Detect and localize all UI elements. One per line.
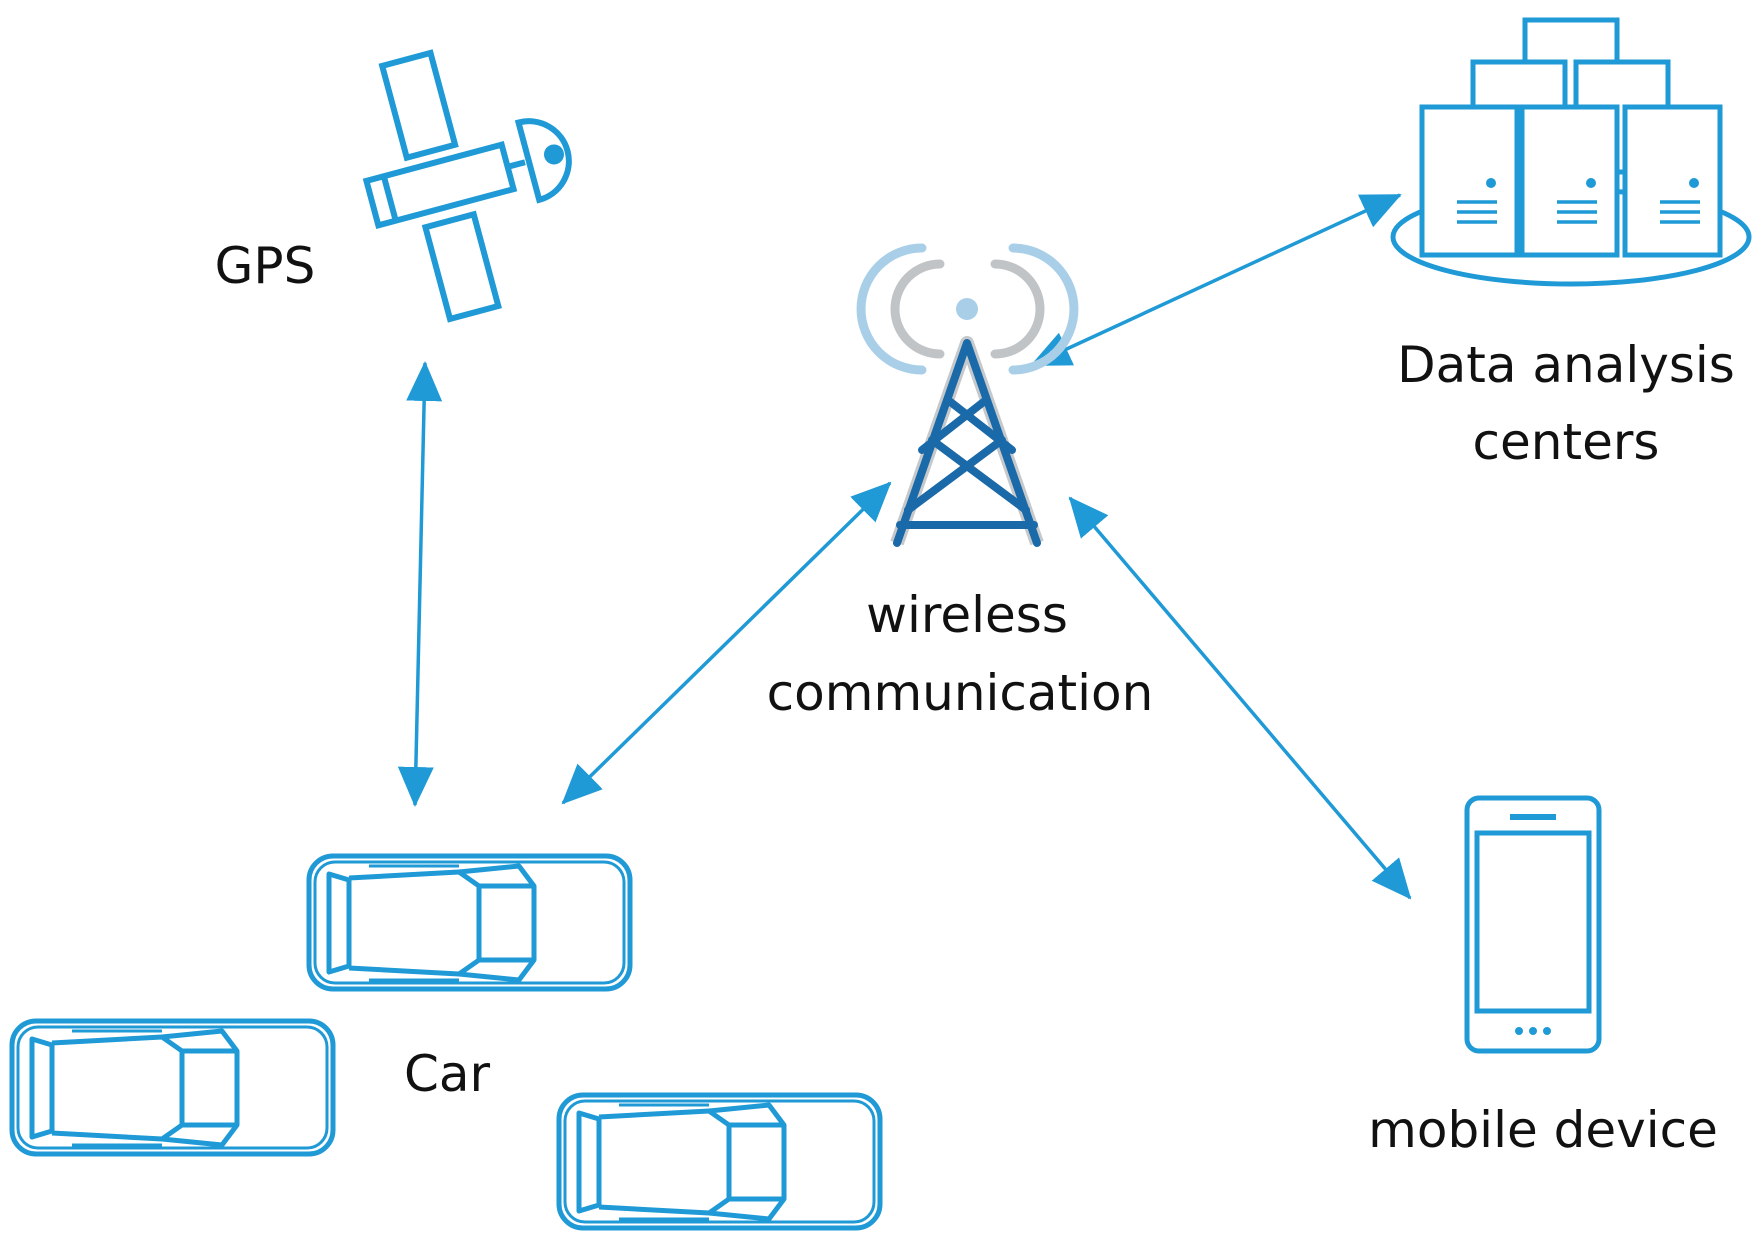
car-icon bbox=[556, 1092, 883, 1231]
server-cluster-icon bbox=[1390, 17, 1752, 287]
server-unit bbox=[1519, 104, 1620, 258]
car-icon bbox=[306, 853, 633, 992]
smartphone-icon bbox=[1464, 795, 1602, 1054]
car-label: Car bbox=[404, 1045, 491, 1103]
mobile-label: mobile device bbox=[1368, 1101, 1718, 1159]
satellite-icon bbox=[362, 49, 572, 323]
arrow-tower-mobile bbox=[1068, 496, 1412, 900]
arrow-tower-datacenter bbox=[1030, 193, 1402, 367]
arrow-tower-car bbox=[561, 481, 892, 805]
gps-label: GPS bbox=[215, 237, 316, 295]
cell-tower-icon bbox=[856, 243, 1079, 547]
datacenter-label-line2: centers bbox=[1473, 413, 1660, 471]
datacenter-label-line1: Data analysis bbox=[1397, 336, 1735, 394]
car-icon bbox=[9, 1018, 336, 1157]
tower-label-line2: communication bbox=[767, 664, 1154, 722]
tower-label-line1: wireless bbox=[866, 586, 1068, 644]
arrow-gps-car bbox=[397, 361, 443, 807]
connectors bbox=[397, 193, 1412, 900]
server-unit bbox=[1622, 104, 1723, 258]
server-unit bbox=[1419, 104, 1520, 258]
